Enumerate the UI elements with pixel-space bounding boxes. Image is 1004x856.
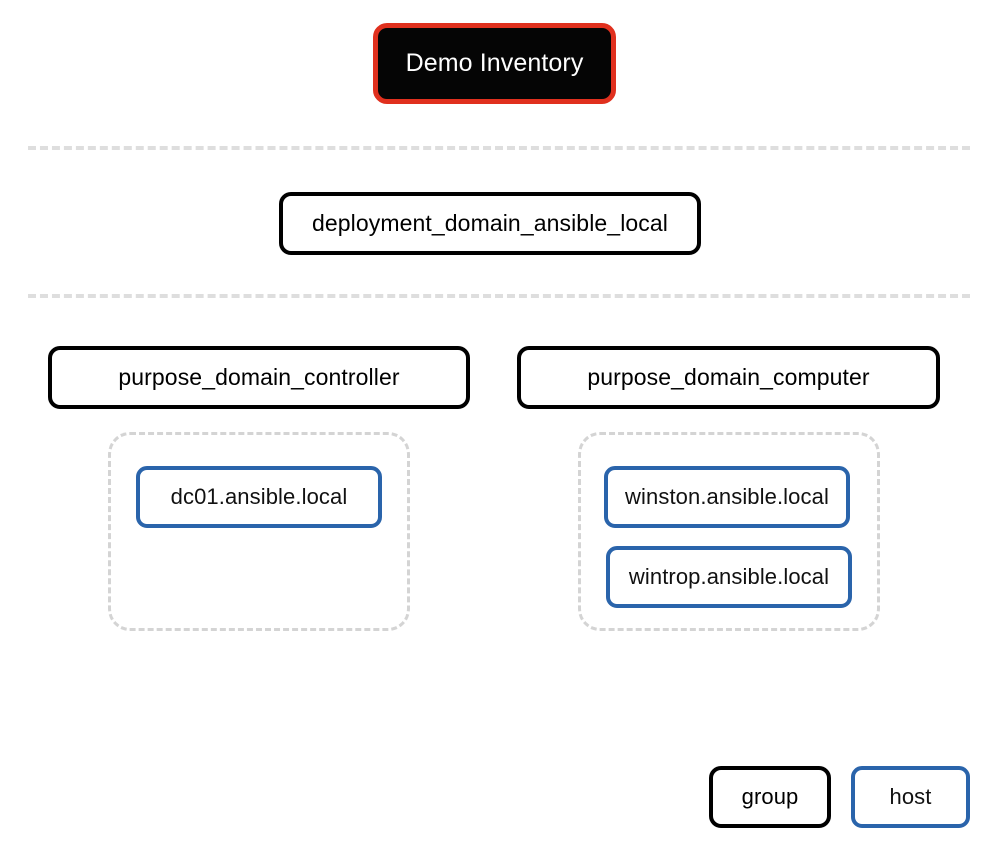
root-node-label: Demo Inventory xyxy=(405,49,584,77)
group-node-deployment-domain-ansible-local[interactable]: deployment_domain_ansible_local xyxy=(279,192,701,255)
host-node-wintrop-ansible-local[interactable]: wintrop.ansible.local xyxy=(606,546,852,608)
group-node-purpose-domain-computer[interactable]: purpose_domain_computer xyxy=(517,346,940,409)
legend-item-group: group xyxy=(709,766,831,828)
host-node-dc01-ansible-local[interactable]: dc01.ansible.local xyxy=(136,466,382,528)
group-node-label: purpose_domain_computer xyxy=(587,364,870,390)
rank-separator-1 xyxy=(28,146,970,150)
host-node-label: wintrop.ansible.local xyxy=(628,564,830,589)
legend-group-label: group xyxy=(741,784,799,809)
rank-separator-2 xyxy=(28,294,970,298)
group-node-purpose-domain-controller[interactable]: purpose_domain_controller xyxy=(48,346,470,409)
host-node-label: winston.ansible.local xyxy=(625,484,829,509)
group-node-label: deployment_domain_ansible_local xyxy=(311,210,668,236)
host-container-purpose-domain-controller xyxy=(108,432,410,631)
group-node-label: purpose_domain_controller xyxy=(118,364,400,390)
root-node-demo-inventory[interactable]: Demo Inventory xyxy=(373,23,616,104)
legend-item-host: host xyxy=(851,766,970,828)
host-node-winston-ansible-local[interactable]: winston.ansible.local xyxy=(604,466,850,528)
host-node-label: dc01.ansible.local xyxy=(170,484,348,509)
host-container-purpose-domain-computer xyxy=(578,432,880,631)
legend-host-label: host xyxy=(889,784,932,809)
